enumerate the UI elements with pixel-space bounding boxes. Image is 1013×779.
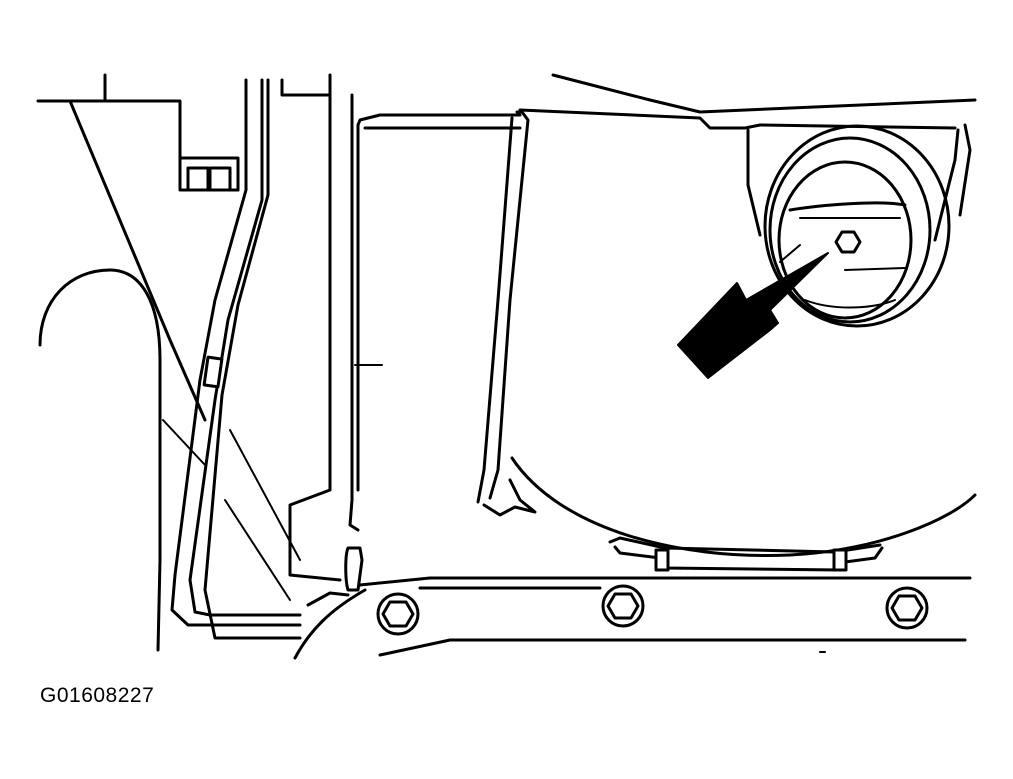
figure-id-label: G01608227 bbox=[40, 684, 155, 707]
bolt-head-icon bbox=[186, 166, 210, 192]
transmission-line-tubes bbox=[170, 78, 302, 640]
lower-cooler-line bbox=[608, 536, 884, 572]
pan-bolts bbox=[376, 584, 929, 636]
engine-housing-outline bbox=[36, 73, 240, 422]
hex-nut-icon bbox=[834, 230, 862, 254]
center-left-panel bbox=[224, 73, 383, 601]
transmission-case-outline bbox=[476, 73, 977, 558]
bolt-head-icon bbox=[890, 594, 924, 622]
upper-cooler-line bbox=[356, 113, 522, 492]
bolt-head-icon bbox=[208, 166, 232, 192]
converter-access-cover bbox=[763, 124, 951, 328]
bolt-head-icon bbox=[606, 592, 640, 620]
arrow-indicator-icon bbox=[677, 252, 829, 379]
oil-pan-rail bbox=[293, 546, 972, 660]
bolt-head-icon bbox=[381, 600, 415, 628]
left-arc bbox=[38, 268, 162, 652]
